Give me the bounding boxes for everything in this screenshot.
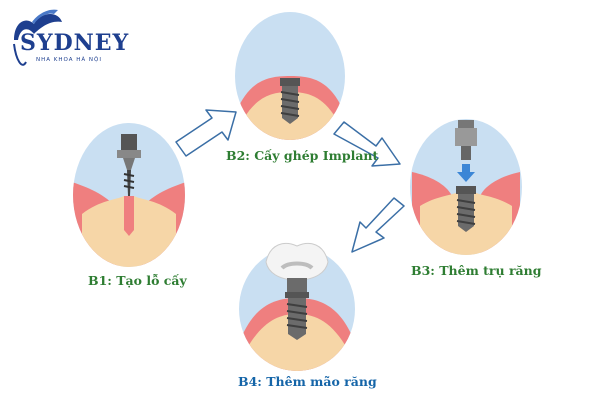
step-4-label: B4: Thêm mão răng — [238, 374, 377, 389]
logo-subtitle: NHA KHOA HÀ NỘI — [36, 57, 102, 63]
abutment-icon — [455, 120, 477, 160]
step-1-label: B1: Tạo lỗ cấy — [88, 273, 187, 288]
step-3-label: B3: Thêm trụ răng — [411, 263, 542, 278]
step-2-label: B2: Cấy ghép Implant — [226, 148, 379, 163]
down-arrow-icon — [457, 164, 475, 182]
flow-arrow-icon — [351, 197, 405, 253]
step-3-illustration — [410, 119, 522, 255]
tooth-logo-icon — [14, 13, 62, 40]
implant-screw-icon — [456, 186, 476, 232]
step-2-illustration — [235, 12, 345, 140]
implant-screw-icon — [280, 78, 300, 124]
step-4-illustration — [239, 242, 355, 371]
sydney-logo — [13, 9, 62, 66]
logo-wave-icon — [32, 9, 58, 24]
step-1-illustration — [73, 123, 185, 267]
logo-brand-text: SYDNEY — [20, 30, 130, 56]
implant-screw-icon — [285, 278, 309, 340]
flow-arrow-icon — [333, 121, 401, 167]
drill-icon — [117, 134, 141, 196]
flow-arrow-icon — [175, 109, 237, 157]
